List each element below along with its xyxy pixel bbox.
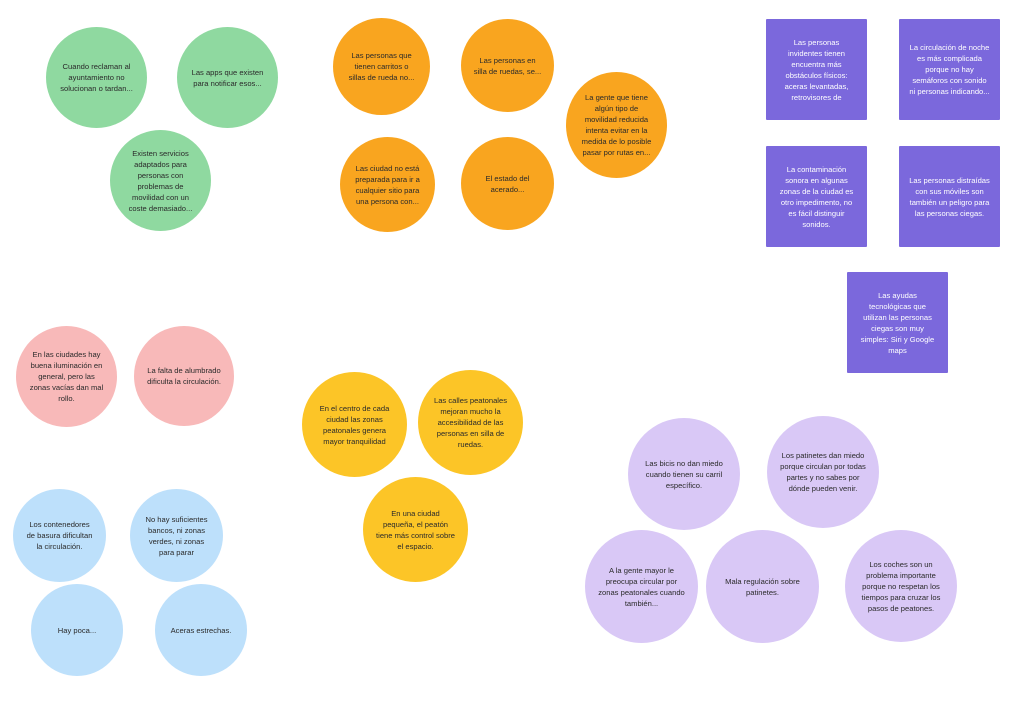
note-text: En las ciudades hay buena iluminación en… (29, 350, 104, 403)
sticky-note-orange-3[interactable]: La gente que tiene algún tipo de movilid… (566, 72, 667, 178)
note-text: Las personas que tienen carritos o silla… (348, 51, 415, 82)
sticky-note-orange-5[interactable]: El estado del acerado... (461, 137, 554, 230)
note-text: La gente que tiene algún tipo de movilid… (581, 93, 652, 157)
note-text: En una ciudad pequeña, el peatón tiene m… (376, 508, 455, 551)
note-text: Las ayudas tecnológicas que utilizan las… (860, 290, 935, 355)
sticky-note-lavender-1[interactable]: Las bicis no dan miedo cuando tienen su … (628, 418, 740, 530)
note-text: Las calles peatonales mejoran mucho la a… (433, 396, 508, 449)
note-text: Aceras estrechas. (170, 625, 232, 635)
sticky-note-green-1[interactable]: Cuando reclaman al ayuntamiento no soluc… (46, 27, 147, 128)
note-text: Los coches son un problema importante po… (861, 559, 941, 613)
note-text: En el centro de cada ciudad las zonas pe… (319, 403, 390, 446)
sticky-note-purple-2[interactable]: La circulación de noche es más complicad… (899, 19, 1000, 120)
note-text: Las personas invidentes tienen encuentra… (784, 37, 849, 102)
note-text: Las personas distraídas con sus móviles … (909, 175, 990, 218)
note-text: Las personas en silla de ruedas, se... (473, 55, 542, 76)
sticky-note-lavender-5[interactable]: Los coches son un problema importante po… (845, 530, 957, 642)
note-text: Existen servicios adaptados para persona… (128, 148, 193, 213)
sticky-note-blue-2[interactable]: No hay suficientes bancos, ni zonas verd… (130, 489, 223, 582)
note-text: Hay poca... (57, 625, 97, 635)
note-text: Las ciudad no está preparada para ir a c… (355, 163, 420, 206)
sticky-note-orange-1[interactable]: Las personas que tienen carritos o silla… (333, 18, 430, 115)
sticky-note-green-3[interactable]: Existen servicios adaptados para persona… (110, 130, 211, 231)
note-text: A la gente mayor le preocupa circular po… (598, 565, 685, 608)
sticky-note-orange-2[interactable]: Las personas en silla de ruedas, se... (461, 19, 554, 112)
note-text: La contaminación sonora en algunas zonas… (779, 164, 854, 229)
note-text: Los patinetes dan miedo porque circulan … (780, 451, 866, 493)
sticky-note-lavender-3[interactable]: A la gente mayor le preocupa circular po… (585, 530, 698, 643)
note-text: Los contenedores de basura dificultan la… (26, 520, 93, 551)
sticky-note-orange-4[interactable]: Las ciudad no está preparada para ir a c… (340, 137, 435, 232)
sticky-note-purple-5[interactable]: Las ayudas tecnológicas que utilizan las… (847, 272, 948, 373)
sticky-note-purple-3[interactable]: La contaminación sonora en algunas zonas… (766, 146, 867, 247)
note-text: Cuando reclaman al ayuntamiento no soluc… (60, 62, 133, 93)
sticky-note-purple-1[interactable]: Las personas invidentes tienen encuentra… (766, 19, 867, 120)
sticky-note-yellow-1[interactable]: En el centro de cada ciudad las zonas pe… (302, 372, 407, 477)
note-text: La falta de alumbrado dificulta la circu… (147, 366, 221, 386)
sticky-note-lavender-2[interactable]: Los patinetes dan miedo porque circulan … (767, 416, 879, 528)
sticky-note-blue-3[interactable]: Hay poca... (31, 584, 123, 676)
sticky-note-pink-2[interactable]: La falta de alumbrado dificulta la circu… (134, 326, 234, 426)
note-text: No hay suficientes bancos, ni zonas verd… (145, 514, 208, 557)
sticky-note-blue-4[interactable]: Aceras estrechas. (155, 584, 247, 676)
note-text: La circulación de noche es más complicad… (909, 43, 990, 96)
sticky-note-yellow-3[interactable]: En una ciudad pequeña, el peatón tiene m… (363, 477, 468, 582)
sticky-note-purple-4[interactable]: Las personas distraídas con sus móviles … (899, 146, 1000, 247)
note-text: Las bicis no dan miedo cuando tienen su … (645, 458, 723, 490)
sticky-note-lavender-4[interactable]: Mala regulación sobre patinetes. (706, 530, 819, 643)
note-text: Mala regulación sobre patinetes. (725, 576, 800, 597)
note-text: Las apps que existen para notificar esos… (191, 67, 264, 88)
sticky-note-blue-1[interactable]: Los contenedores de basura dificultan la… (13, 489, 106, 582)
sticky-note-green-2[interactable]: Las apps que existen para notificar esos… (177, 27, 278, 128)
sticky-note-pink-1[interactable]: En las ciudades hay buena iluminación en… (16, 326, 117, 427)
note-text: El estado del acerado... (485, 173, 530, 194)
sticky-note-yellow-2[interactable]: Las calles peatonales mejoran mucho la a… (418, 370, 523, 475)
